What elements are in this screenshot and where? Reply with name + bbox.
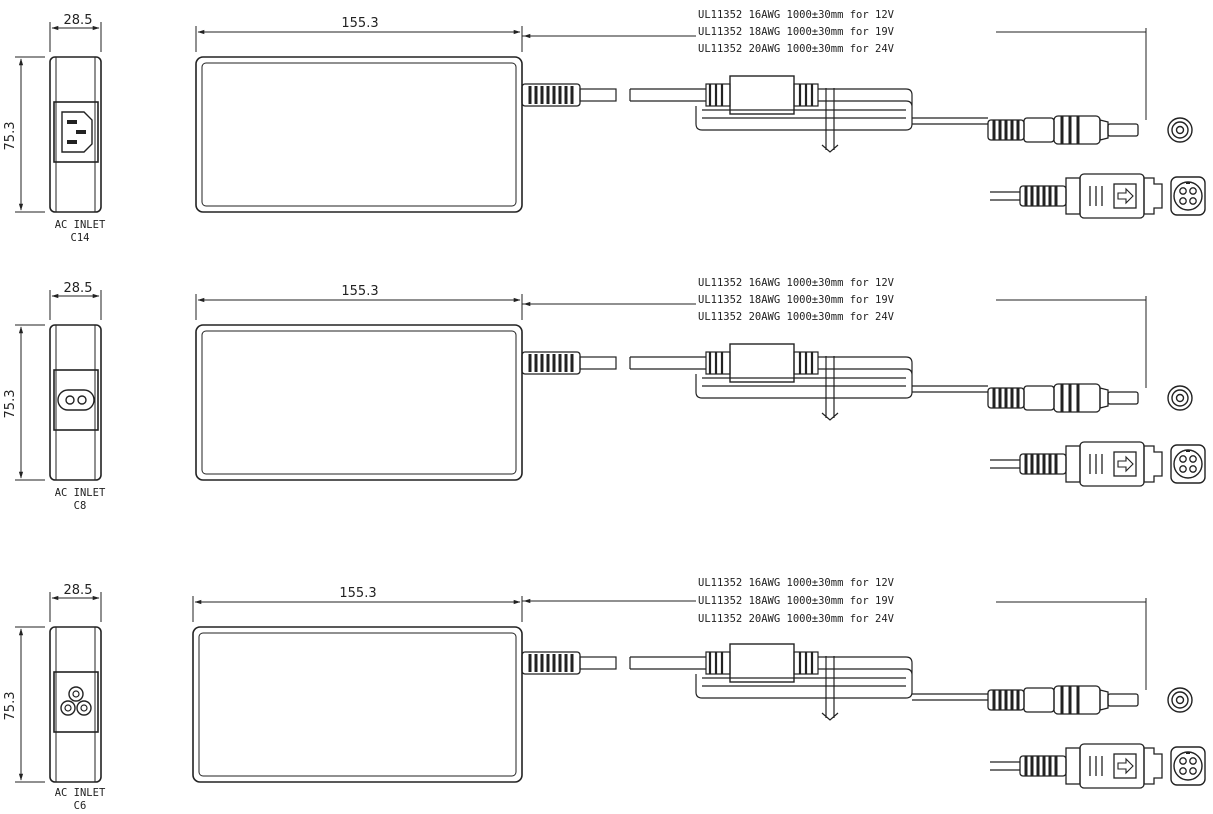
side-view: 28.5 75.3 AC INLET C6 <box>3 583 106 812</box>
height-dimension: 75.3 <box>3 122 18 151</box>
inlet-type: C14 <box>71 232 90 244</box>
dc-cable <box>521 75 1164 220</box>
height-dimension: 75.3 <box>3 692 18 721</box>
inlet-label: AC INLET <box>55 487 106 499</box>
cable-specs: UL11352 16AWG 1000±30mm for 12V UL11352 … <box>698 277 895 323</box>
width-dimension: 28.5 <box>64 583 93 598</box>
c6-inlet-icon <box>53 671 99 733</box>
inlet-label: AC INLET <box>55 787 106 799</box>
body-length-dimension: 155.3 <box>339 586 376 601</box>
adapter-row-1: 28.5 75.3 AC INLET C14 155.3 <box>3 9 1206 244</box>
cable-spec-12v: UL11352 16AWG 1000±30mm for 12V <box>698 9 895 21</box>
inlet-label: AC INLET <box>55 219 106 231</box>
cable-specs: UL11352 16AWG 1000±30mm for 12V UL11352 … <box>698 9 895 55</box>
din-end-view <box>1170 746 1206 786</box>
adapter-row-2: 28.5 75.3 AC INLET C8 155.3 <box>3 277 1206 512</box>
inlet-type: C8 <box>74 500 87 512</box>
c14-inlet-icon <box>53 101 99 163</box>
cable-spec-24v: UL11352 20AWG 1000±30mm for 24V <box>698 613 895 625</box>
width-dimension: 28.5 <box>64 281 93 296</box>
barrel-end-view <box>1167 117 1193 143</box>
cable-spec-24v: UL11352 20AWG 1000±30mm for 24V <box>698 43 895 55</box>
c8-inlet-icon <box>53 369 99 431</box>
side-view: 28.5 75.3 AC INLET C8 <box>3 281 106 512</box>
adapter-body: 155.3 <box>192 586 523 783</box>
adapter-body: 155.3 <box>195 16 523 213</box>
cable-spec-19v: UL11352 18AWG 1000±30mm for 19V <box>698 294 895 306</box>
adapter-row-3: 28.5 75.3 AC INLET C6 155.3 <box>3 577 1206 812</box>
body-length-dimension: 155.3 <box>341 284 378 299</box>
barrel-end-view <box>1167 687 1193 713</box>
height-dimension: 75.3 <box>3 390 18 419</box>
adapter-body: 155.3 <box>195 284 523 481</box>
barrel-end-view <box>1167 385 1193 411</box>
dc-cable <box>521 343 1164 488</box>
cable-spec-19v: UL11352 18AWG 1000±30mm for 19V <box>698 26 895 38</box>
dc-cable <box>521 643 1164 790</box>
inlet-type: C6 <box>74 800 87 812</box>
side-view: 28.5 75.3 AC INLET C14 <box>3 13 106 244</box>
width-dimension: 28.5 <box>64 13 93 28</box>
cable-spec-12v: UL11352 16AWG 1000±30mm for 12V <box>698 277 895 289</box>
cable-spec-24v: UL11352 20AWG 1000±30mm for 24V <box>698 311 895 323</box>
cable-specs: UL11352 16AWG 1000±30mm for 12V UL11352 … <box>698 577 895 625</box>
din-end-view <box>1170 444 1206 484</box>
cable-spec-19v: UL11352 18AWG 1000±30mm for 19V <box>698 595 895 607</box>
cable-spec-12v: UL11352 16AWG 1000±30mm for 12V <box>698 577 895 589</box>
din-end-view <box>1170 176 1206 216</box>
body-length-dimension: 155.3 <box>341 16 378 31</box>
